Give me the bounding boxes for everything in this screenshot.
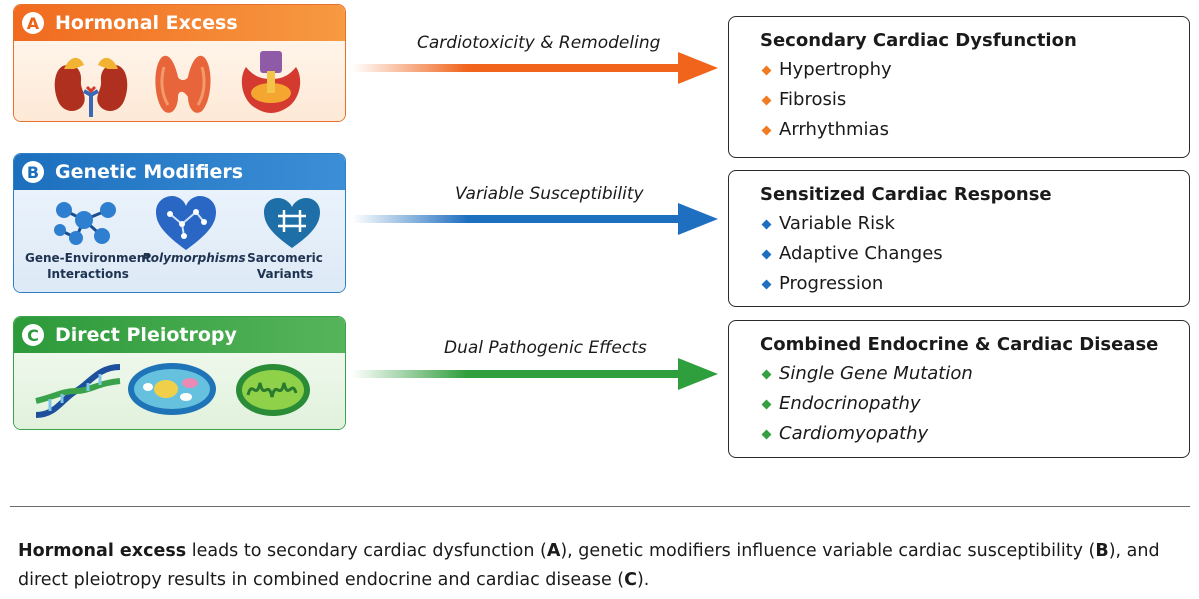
outcome-box-secondary-cardiac-dysfunction: Secondary Cardiac Dysfunction Hypertroph… bbox=[728, 16, 1190, 158]
panel-title: Hormonal Excess bbox=[55, 12, 238, 34]
panel-header: A Hormonal Excess bbox=[14, 5, 345, 41]
polymorphisms-caption: Polymorphisms bbox=[142, 251, 246, 265]
list-item-text: Fibrosis bbox=[779, 89, 847, 110]
list-item: Variable Risk bbox=[760, 209, 1189, 239]
outcome-list: Single Gene Mutation Endocrinopathy Card… bbox=[760, 359, 1189, 449]
gene-environment-caption: Gene-Environment Interactions bbox=[25, 251, 151, 281]
list-item-text: Variable Risk bbox=[779, 213, 895, 234]
list-item: Progression bbox=[760, 269, 1189, 299]
panel-body bbox=[14, 353, 345, 429]
sarcomere-heart-icon bbox=[264, 198, 320, 248]
panel-hormonal-excess: A Hormonal Excess bbox=[13, 4, 346, 122]
bullet-diamond-icon bbox=[761, 399, 772, 409]
panel-title: Genetic Modifiers bbox=[55, 161, 244, 183]
list-item-text: Single Gene Mutation bbox=[779, 363, 973, 384]
bullet-diamond-icon bbox=[761, 125, 772, 135]
list-item: Single Gene Mutation bbox=[760, 359, 1189, 389]
arrow-label-c: Dual Pathogenic Effects bbox=[444, 338, 647, 358]
list-item-text: Arrhythmias bbox=[779, 119, 889, 140]
list-item-text: Progression bbox=[779, 273, 884, 294]
figure-caption: Hormonal excess leads to secondary cardi… bbox=[18, 537, 1188, 595]
caption-ref-b: B bbox=[1095, 541, 1109, 561]
caption-text: leads to secondary cardiac dysfunction ( bbox=[186, 541, 547, 561]
outcome-box-sensitized-cardiac-response: Sensitized Cardiac Response Variable Ris… bbox=[728, 170, 1190, 307]
cell-icon bbox=[128, 363, 216, 415]
outcome-box-combined-endocrine-cardiac-disease: Combined Endocrine & Cardiac Disease Sin… bbox=[728, 320, 1190, 458]
list-item: Fibrosis bbox=[760, 85, 1189, 115]
list-item: Arrhythmias bbox=[760, 115, 1189, 145]
caption-lead: Hormonal excess bbox=[18, 541, 187, 561]
bullet-diamond-icon bbox=[761, 369, 772, 379]
panel-letter-badge: B bbox=[22, 161, 44, 183]
outcome-list: Variable Risk Adaptive Changes Progressi… bbox=[760, 209, 1189, 299]
caption-ref-a: A bbox=[546, 541, 561, 561]
list-item-text: Hypertrophy bbox=[779, 59, 892, 80]
mitochondrion-icon bbox=[236, 364, 310, 416]
outcome-title: Combined Endocrine & Cardiac Disease bbox=[760, 334, 1159, 355]
caption-text: ), genetic modifiers influence variable … bbox=[560, 541, 1096, 561]
panel-direct-pleiotropy: C Direct Pleiotropy bbox=[13, 316, 346, 430]
list-item-text: Endocrinopathy bbox=[779, 393, 921, 414]
panel-body: Gene-Environment Interactions Polymorphi… bbox=[14, 190, 345, 292]
gene-network-icon bbox=[54, 202, 116, 245]
arrow-c bbox=[352, 358, 718, 390]
caption-text: ). bbox=[636, 570, 650, 590]
panel-genetic-modifiers: B Genetic Modifiers bbox=[13, 153, 346, 293]
panel-letter-badge: C bbox=[22, 324, 44, 346]
arrow-a bbox=[352, 52, 718, 84]
arrow-label-a: Cardiotoxicity & Remodeling bbox=[417, 33, 661, 53]
sarcomeric-variants-caption: Sarcomeric Variants bbox=[247, 251, 323, 281]
arrow-b bbox=[352, 203, 718, 235]
outcome-list: Hypertrophy Fibrosis Arrhythmias bbox=[760, 55, 1189, 145]
bullet-diamond-icon bbox=[761, 429, 772, 439]
bullet-diamond-icon bbox=[761, 219, 772, 229]
panel-header: B Genetic Modifiers bbox=[14, 154, 345, 190]
outcome-title: Secondary Cardiac Dysfunction bbox=[760, 30, 1077, 51]
panel-title: Direct Pleiotropy bbox=[55, 324, 237, 346]
panel-header: C Direct Pleiotropy bbox=[14, 317, 345, 353]
outcome-title: Sensitized Cardiac Response bbox=[760, 184, 1052, 205]
polymorphism-heart-icon bbox=[156, 196, 216, 250]
list-item: Adaptive Changes bbox=[760, 239, 1189, 269]
thyroid-icon bbox=[155, 55, 211, 113]
arrow-label-b: Variable Susceptibility bbox=[455, 184, 644, 204]
dna-icon bbox=[35, 364, 121, 418]
list-item-text: Adaptive Changes bbox=[779, 243, 943, 264]
pituitary-icon bbox=[241, 51, 301, 113]
divider bbox=[10, 506, 1190, 507]
bullet-diamond-icon bbox=[761, 95, 772, 105]
bullet-diamond-icon bbox=[761, 249, 772, 259]
bullet-diamond-icon bbox=[761, 65, 772, 75]
bullet-diamond-icon bbox=[761, 279, 772, 289]
kidney-adrenal-icon bbox=[54, 57, 128, 117]
list-item: Endocrinopathy bbox=[760, 389, 1189, 419]
list-item: Hypertrophy bbox=[760, 55, 1189, 85]
panel-letter-badge: A bbox=[22, 12, 44, 34]
list-item: Cardiomyopathy bbox=[760, 419, 1189, 449]
caption-ref-c: C bbox=[624, 570, 637, 590]
list-item-text: Cardiomyopathy bbox=[779, 423, 929, 444]
panel-body bbox=[14, 41, 345, 121]
caption-text: ), and direct pleiotropy results in comb… bbox=[18, 541, 1160, 590]
